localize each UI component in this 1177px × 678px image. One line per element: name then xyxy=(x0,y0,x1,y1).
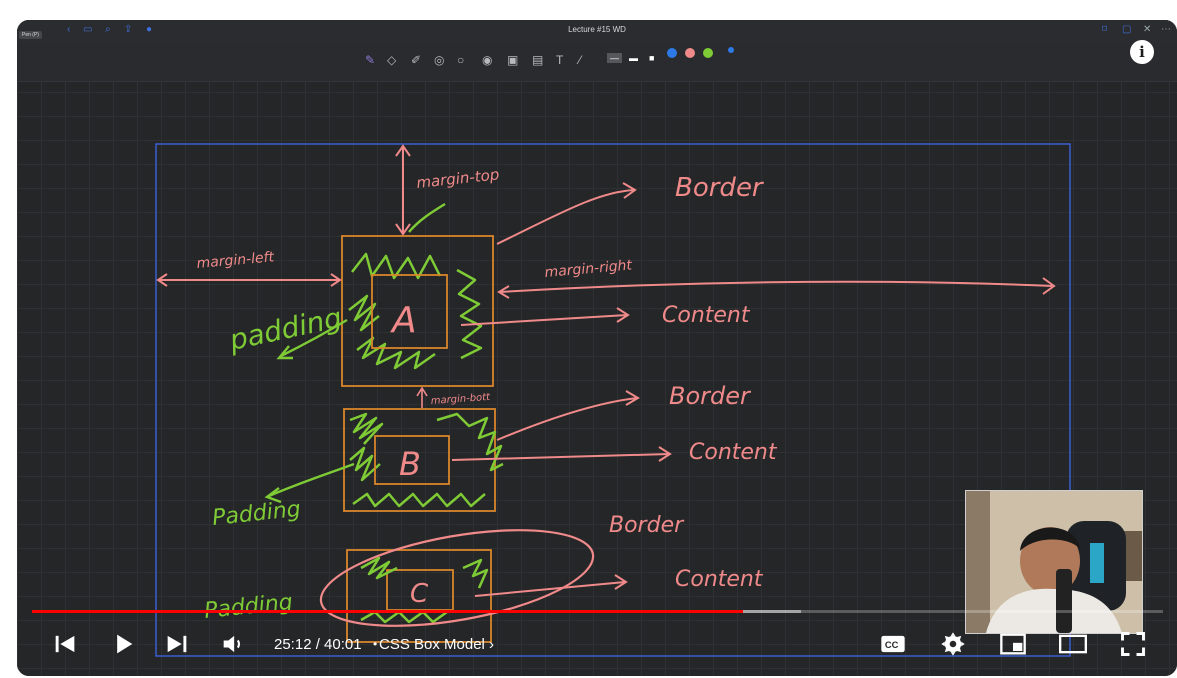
progress-played xyxy=(32,610,744,613)
next-icon[interactable] xyxy=(163,630,191,658)
margin-left-arrow xyxy=(156,273,342,287)
shapes-tool-icon: ◎ xyxy=(434,53,445,67)
captions-icon[interactable]: CC xyxy=(879,630,907,658)
margin-bottom-arrow xyxy=(416,386,428,408)
close-icon: ✕ xyxy=(1143,24,1152,35)
drawing-toolbar: ✎ ◇ ✐ ◎ ○ ◉ ▣ ▤ T ⁄ — ▬ ■ xyxy=(17,43,1177,82)
play-icon[interactable] xyxy=(109,630,137,658)
image-tool-icon: ▣ xyxy=(507,53,519,67)
chapter-title[interactable]: CSS Box Model › xyxy=(379,636,495,653)
search-icon: ⌕ xyxy=(105,24,111,35)
chapter-label: CSS Box Model xyxy=(379,636,485,653)
app-titlebar: Pen (P) ‹ ▭ ⌕ ⇪ ● Lecture #15 WD ⌑ ▢ ✕ ⋯ xyxy=(17,20,1177,44)
content-b-label: Content xyxy=(689,440,778,465)
highlighter-tool-icon: ✐ xyxy=(411,53,422,67)
pen-tool-icon: ✎ xyxy=(365,53,376,67)
bookmark-icon: ⌑ xyxy=(1102,24,1108,35)
dropper-tool-icon: ⁄ xyxy=(579,53,582,67)
margin-top-label: margin-top xyxy=(416,165,501,192)
box-a-label: A xyxy=(390,300,417,341)
keyboard-tool-icon: ▤ xyxy=(532,53,544,67)
control-bar: 25:12 / 40:01 • CSS Box Model › CC xyxy=(17,618,1177,670)
margin-right-label: margin-right xyxy=(544,257,633,281)
color-green xyxy=(703,48,713,58)
border-a-arrow xyxy=(496,182,637,245)
border-b-label: Border xyxy=(669,382,752,410)
padding-b-arrow xyxy=(264,462,355,504)
content-a-arrow xyxy=(460,307,630,326)
box-a: A xyxy=(341,235,494,387)
border-a-label: Border xyxy=(675,173,765,203)
settings-icon[interactable] xyxy=(939,630,967,658)
text-tool-icon: T xyxy=(556,53,564,67)
share-icon: ⇪ xyxy=(124,24,133,35)
svg-text:CC: CC xyxy=(885,640,899,650)
eye-tool-icon: ◉ xyxy=(482,53,493,67)
padding-b-label: Padding xyxy=(211,497,302,531)
previous-icon[interactable] xyxy=(51,630,79,658)
info-button[interactable]: i xyxy=(1130,40,1154,64)
box-c: C xyxy=(319,529,595,643)
webcam-pip xyxy=(965,490,1143,634)
border-b-arrow xyxy=(496,390,640,441)
whiteboard-canvas xyxy=(17,20,1177,676)
box-model-drawing: A B C margin-t xyxy=(155,143,1071,657)
content-b-arrow xyxy=(451,446,672,462)
margin-top-arrow xyxy=(395,144,411,236)
color-blue xyxy=(667,48,677,58)
content-c-arrow xyxy=(474,574,628,597)
miniplayer-icon[interactable] xyxy=(999,630,1027,658)
color-blue-small xyxy=(728,47,734,53)
color-pink xyxy=(685,48,695,58)
margin-left-label: margin-left xyxy=(196,249,275,272)
box-b: B xyxy=(343,408,504,512)
lasso-tool-icon: ○ xyxy=(457,53,465,67)
stroke-thick-icon: ■ xyxy=(649,53,655,63)
container-outline xyxy=(155,143,1071,657)
box-c-label: C xyxy=(410,579,429,609)
border-c-label: Border xyxy=(609,513,685,538)
presenter-image xyxy=(966,491,1142,633)
content-a-label: Content xyxy=(662,303,751,328)
chapter-separator: • xyxy=(373,637,378,651)
mic-icon: ● xyxy=(146,24,153,35)
padding-a-arrow xyxy=(276,318,348,360)
video-player[interactable]: Pen (P) ‹ ▭ ⌕ ⇪ ● Lecture #15 WD ⌑ ▢ ✕ ⋯… xyxy=(17,20,1177,676)
back-icon: ‹ xyxy=(67,24,71,35)
page-icon: ▢ xyxy=(1122,24,1132,35)
fullscreen-icon[interactable] xyxy=(1119,630,1147,658)
pen-badge: Pen (P) xyxy=(19,31,42,39)
stroke-medium-icon: ▬ xyxy=(629,53,638,63)
margin-bottom-label: margin-bott xyxy=(430,392,491,407)
window-title: Lecture #15 WD xyxy=(568,25,626,34)
more-icon: ⋯ xyxy=(1161,24,1171,35)
time-display: 25:12 / 40:01 xyxy=(274,636,362,653)
margin-right-arrow xyxy=(497,277,1056,299)
progress-bar[interactable] xyxy=(32,610,1163,613)
content-c-label: Content xyxy=(675,567,764,592)
theater-icon[interactable] xyxy=(1059,630,1087,658)
stroke-thin-icon: — xyxy=(607,53,622,63)
sidebar-icon: ▭ xyxy=(83,24,93,35)
eraser-tool-icon: ◇ xyxy=(387,53,397,67)
box-b-label: B xyxy=(399,445,421,483)
volume-icon[interactable] xyxy=(219,630,247,658)
padding-a-label: padding xyxy=(226,301,345,357)
